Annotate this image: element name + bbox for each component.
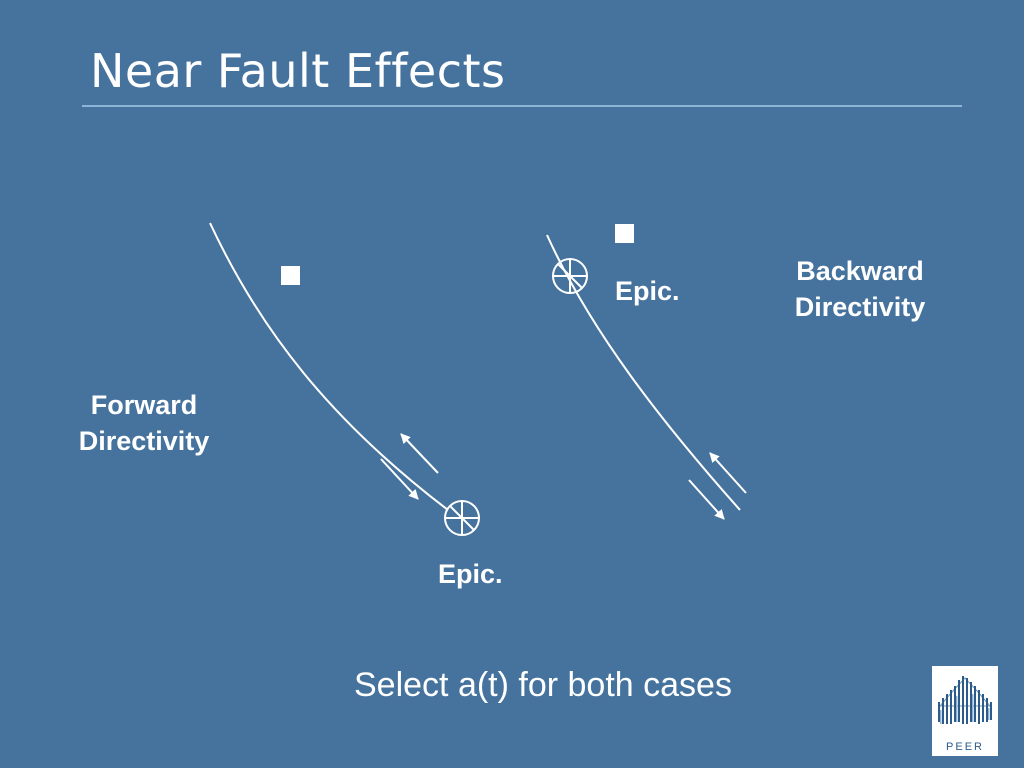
backward-epicenter-label: Epic. xyxy=(615,276,680,306)
backward-slip-arrow-up xyxy=(709,452,747,494)
backward-slip-arrow-down xyxy=(688,479,725,520)
forward-slip-arrow-down xyxy=(380,458,419,500)
forward-site-marker xyxy=(281,266,300,285)
peer-logo: PEER xyxy=(932,666,998,756)
forward-epicenter-icon xyxy=(444,500,480,536)
forward-label-line1: Forward xyxy=(91,390,198,420)
forward-epicenter-label: Epic. xyxy=(438,559,503,589)
peer-logo-graphic xyxy=(938,676,992,724)
forward-fault-trace xyxy=(209,222,449,511)
peer-logo-text: PEER xyxy=(946,741,984,753)
slide-title: Near Fault Effects xyxy=(90,44,506,98)
backward-site-marker xyxy=(615,224,634,243)
forward-slip-arrow-up xyxy=(400,433,439,474)
title-divider xyxy=(82,105,962,107)
backward-label-line2: Directivity xyxy=(795,292,926,322)
slide-caption: Select a(t) for both cases xyxy=(354,666,732,704)
backward-label-line1: Backward xyxy=(796,256,924,286)
forward-label-line2: Directivity xyxy=(79,426,210,456)
backward-epicenter-icon xyxy=(552,258,588,294)
